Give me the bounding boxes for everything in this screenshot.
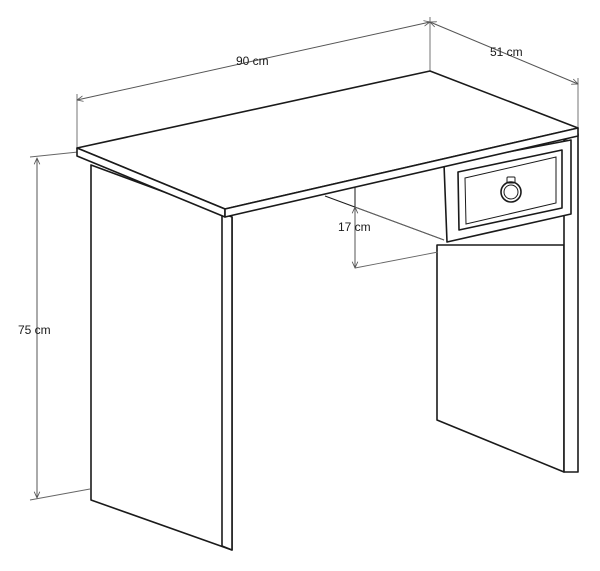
drawer[interactable] <box>443 139 572 243</box>
drawer-height-dimension: 17 cm <box>338 207 445 268</box>
drawer-height-label: 17 cm <box>338 220 371 234</box>
left-side-panel <box>90 164 233 551</box>
depth-dimension: 51 cm <box>430 22 578 127</box>
ring-pull-icon[interactable] <box>500 176 522 203</box>
desk-top <box>76 70 579 218</box>
height-dimension: 75 cm <box>18 151 91 501</box>
depth-label: 51 cm <box>490 45 523 59</box>
height-label: 75 cm <box>18 323 51 337</box>
width-label: 90 cm <box>236 54 269 68</box>
